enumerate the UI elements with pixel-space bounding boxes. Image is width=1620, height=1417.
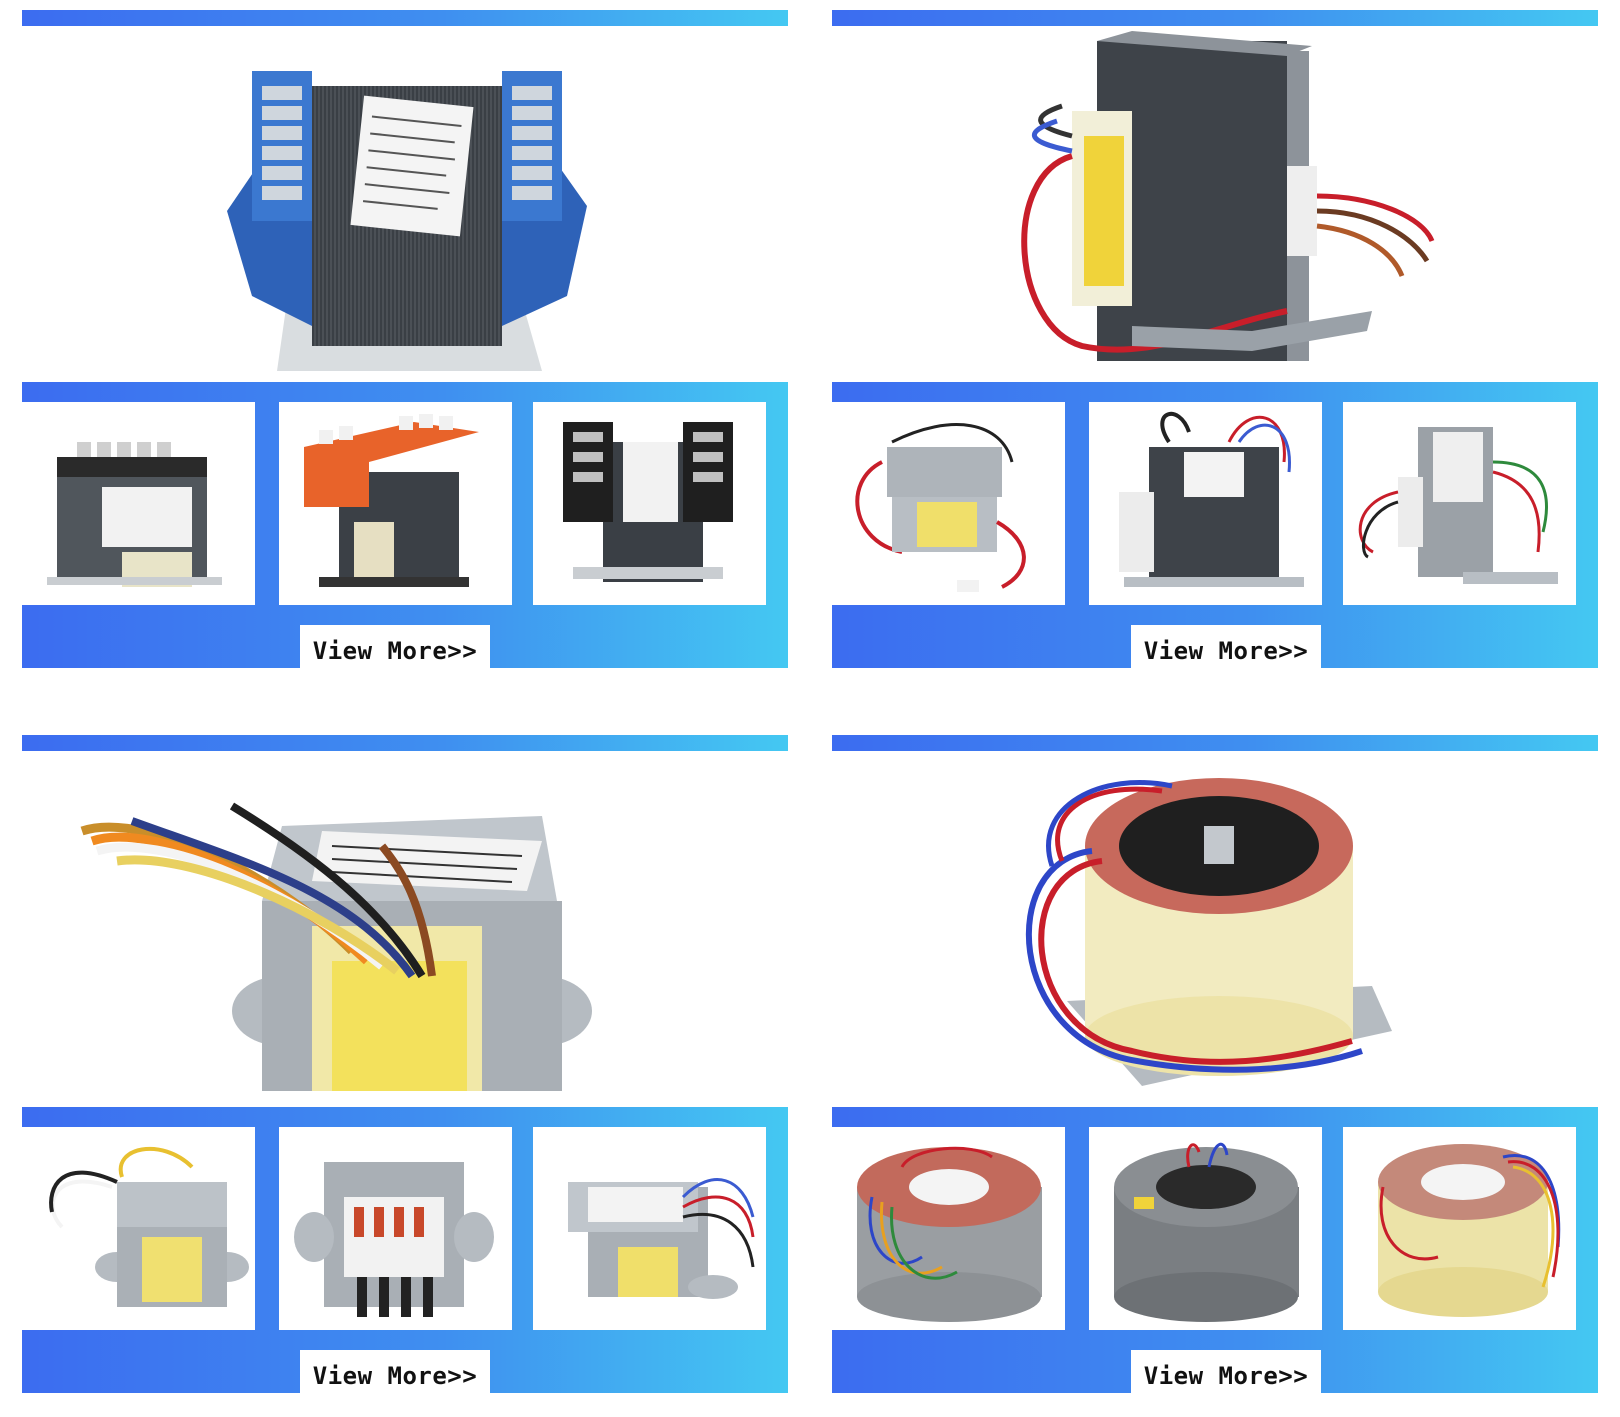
toroidal-transformer-icon <box>857 1146 1042 1322</box>
view-more-button[interactable]: View More>> <box>300 1350 490 1402</box>
thumbnail-photo[interactable] <box>1343 1127 1576 1330</box>
product-card-toroidal-transformers: View More>> <box>832 735 1598 1402</box>
thumbnail-photo[interactable] <box>279 1127 512 1330</box>
terminal-block-transformer-icon <box>304 414 479 587</box>
product-card-wire-lead-transformers: View More>> <box>832 10 1598 677</box>
thumbnail-photo[interactable] <box>832 1127 1065 1330</box>
thumbnail-photo[interactable] <box>22 1127 255 1330</box>
toroidal-transformer-icon <box>1114 1142 1299 1322</box>
main-product-photo <box>832 26 1598 382</box>
bracket-mount-transformer-icon <box>49 1146 249 1307</box>
terminal-block-transformer-icon <box>227 71 587 371</box>
wire-lead-ei-transformer-icon <box>1358 427 1558 584</box>
thumbnail-photo[interactable] <box>1343 402 1576 605</box>
thumbnail-photo[interactable] <box>533 402 766 605</box>
terminal-block-transformer-icon <box>563 422 733 582</box>
wire-lead-ei-transformer-icon <box>855 423 1026 592</box>
wire-lead-ei-transformer-icon <box>1021 31 1435 361</box>
toroidal-transformer-icon <box>1378 1144 1561 1317</box>
thumbnail-photo[interactable] <box>832 402 1065 605</box>
view-more-button[interactable]: View More>> <box>1131 625 1321 677</box>
thumbnail-photo[interactable] <box>533 1127 766 1330</box>
bracket-mount-transformer-icon <box>568 1178 755 1299</box>
bracket-mount-transformer-icon <box>294 1162 494 1317</box>
view-more-button[interactable]: View More>> <box>300 625 490 677</box>
main-product-photo <box>22 751 788 1107</box>
toroidal-transformer-icon <box>1025 778 1392 1086</box>
thumbnail-photo[interactable] <box>22 402 255 605</box>
product-card-terminal-transformers: View More>> <box>22 10 788 677</box>
view-more-button[interactable]: View More>> <box>1131 1350 1321 1402</box>
bracket-mount-transformer-icon <box>80 802 592 1091</box>
thumbnail-photo[interactable] <box>1089 402 1322 605</box>
terminal-block-transformer-icon <box>47 442 222 587</box>
thumbnail-photo[interactable] <box>279 402 512 605</box>
thumbnail-photo[interactable] <box>1089 1127 1322 1330</box>
wire-lead-ei-transformer-icon <box>1119 411 1304 587</box>
main-product-photo <box>832 751 1598 1107</box>
product-card-bracket-transformers: View More>> <box>22 735 788 1402</box>
main-product-photo <box>22 26 788 382</box>
